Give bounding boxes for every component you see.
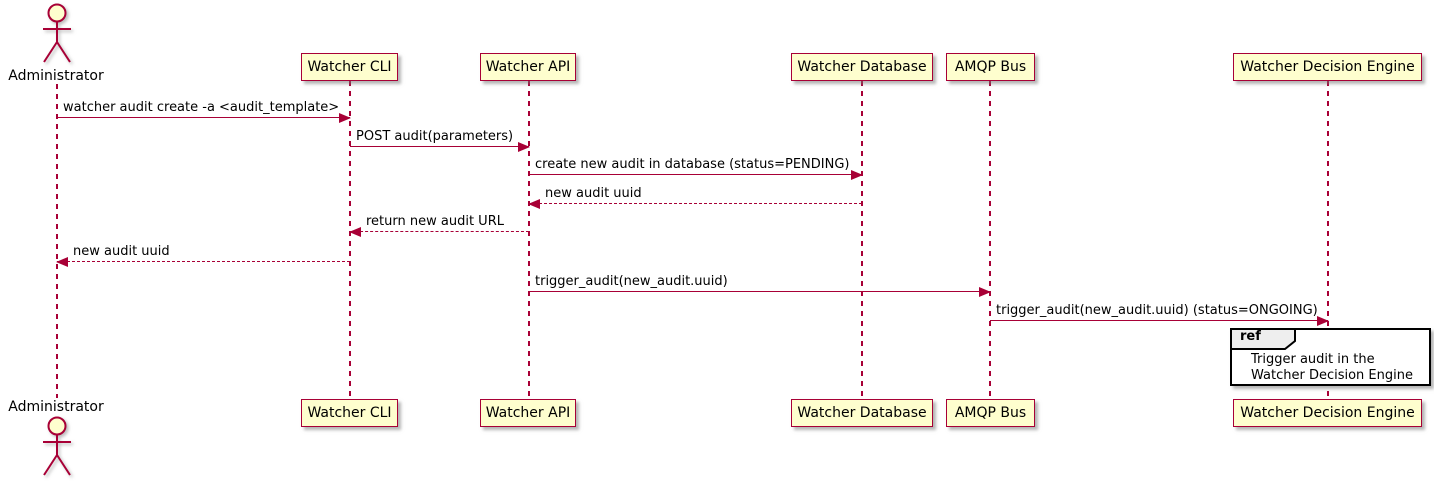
ref-body: Trigger audit in the Watcher Decision En… xyxy=(1232,330,1429,384)
lifeline-amqp-bus xyxy=(989,81,991,399)
lifeline-watcher-decision-engine xyxy=(1327,81,1329,399)
participant-watcher-api-top: Watcher API xyxy=(480,53,576,81)
participant-watcher-api-bottom: Watcher API xyxy=(480,399,576,427)
message-create-audit-db: create new audit in database (status=PEN… xyxy=(529,155,863,180)
participant-watcher-database-bottom: Watcher Database xyxy=(791,399,933,427)
arrowhead-icon xyxy=(339,113,351,123)
message-label: new audit uuid xyxy=(545,186,642,201)
participant-watcher-database-top: Watcher Database xyxy=(791,53,933,81)
participant-amqp-bus-top: AMQP Bus xyxy=(946,53,1035,81)
actor-icon xyxy=(43,3,71,63)
message-label: trigger_audit(new_audit.uuid) xyxy=(535,274,728,289)
ref-line: Watcher Decision Engine xyxy=(1251,368,1413,383)
message-audit-create: watcher audit create -a <audit_template> xyxy=(57,98,351,123)
message-line xyxy=(990,320,1328,321)
lifeline-administrator xyxy=(56,84,58,398)
arrowhead-icon xyxy=(349,227,361,237)
lifeline-watcher-database xyxy=(861,81,863,399)
message-line xyxy=(350,231,529,232)
message-line xyxy=(529,174,862,175)
lifeline-watcher-api xyxy=(528,81,530,399)
message-trigger-audit: trigger_audit(new_audit.uuid) xyxy=(529,272,991,297)
participant-watcher-decision-engine-top: Watcher Decision Engine xyxy=(1233,53,1422,81)
ref-keyword: ref xyxy=(1240,329,1261,344)
ref-header: ref xyxy=(1230,328,1296,350)
participant-amqp-bus-bottom: AMQP Bus xyxy=(946,399,1035,427)
message-label: watcher audit create -a <audit_template> xyxy=(63,100,340,115)
message-line xyxy=(57,117,350,118)
message-line xyxy=(529,291,990,292)
actor-icon xyxy=(43,416,71,476)
message-line xyxy=(350,146,529,147)
message-return-audit-url: return new audit URL xyxy=(349,212,529,237)
message-label: new audit uuid xyxy=(73,244,170,259)
message-line xyxy=(57,261,350,262)
message-label: create new audit in database (status=PEN… xyxy=(535,157,850,172)
message-label: trigger_audit(new_audit.uuid) (status=ON… xyxy=(996,303,1318,318)
message-new-audit-uuid-admin: new audit uuid xyxy=(56,242,350,267)
actor-label-bottom: Administrator xyxy=(8,399,104,415)
ref-pentagon-icon xyxy=(1230,328,1296,350)
arrowhead-icon xyxy=(56,257,68,267)
participant-watcher-cli-bottom: Watcher CLI xyxy=(301,399,398,427)
actor-label-top: Administrator xyxy=(8,68,104,84)
message-trigger-audit-ongoing: trigger_audit(new_audit.uuid) (status=ON… xyxy=(990,301,1329,326)
arrowhead-icon xyxy=(979,287,991,297)
ref-line: Trigger audit in the xyxy=(1251,352,1375,367)
arrowhead-icon xyxy=(1317,316,1329,326)
message-label: return new audit URL xyxy=(366,214,504,229)
message-line xyxy=(529,203,862,204)
arrowhead-icon xyxy=(851,170,863,180)
message-post-audit: POST audit(parameters) xyxy=(350,127,530,152)
arrowhead-icon xyxy=(528,199,540,209)
arrowhead-icon xyxy=(518,142,530,152)
participant-watcher-cli-top: Watcher CLI xyxy=(301,53,398,81)
participant-watcher-decision-engine-bottom: Watcher Decision Engine xyxy=(1233,399,1422,427)
ref-fragment: ref Trigger audit in the Watcher Decisio… xyxy=(1230,328,1431,386)
lifeline-watcher-cli xyxy=(349,81,351,399)
message-new-audit-uuid-return: new audit uuid xyxy=(528,184,862,209)
message-label: POST audit(parameters) xyxy=(356,129,514,144)
